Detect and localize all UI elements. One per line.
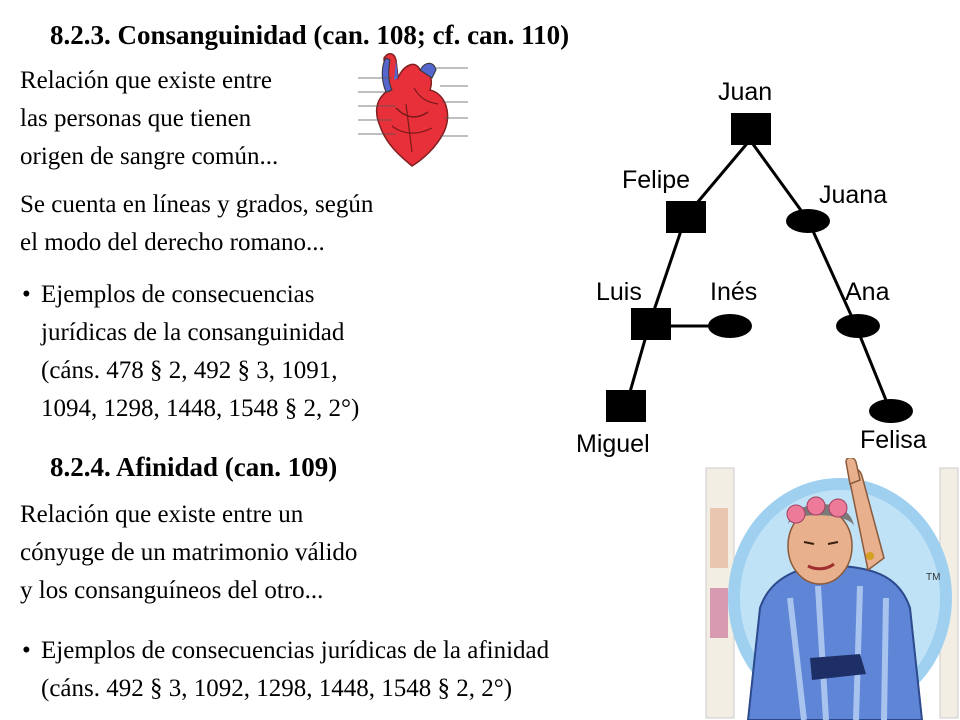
node-juana [786,209,830,233]
edge-juan-juana [748,139,810,221]
tree-nodes [606,113,913,423]
text-line: Ejemplos de consecuencias [22,276,359,314]
node-miguel [606,390,646,422]
text-line: origen de sangre común... [20,143,279,170]
text-line: Relación que existe entre un [20,501,304,528]
tree-label-felipe: Felipe [622,166,691,194]
consanguinidad-examples-bullet: Ejemplos de consecuencias jurídicas de l… [22,276,359,428]
leader-lines [358,67,468,137]
text-line: 1094, 1298, 1448, 1548 § 2, 2°) [41,395,360,422]
trademark-mark: TM [926,572,940,583]
tree-label-juana: Juana [819,181,888,209]
woman-figure [746,458,924,720]
consanguinidad-counting: Se cuenta en líneas y grados, según el m… [20,186,373,262]
text-line: cónyuge de un matrimonio válido [20,539,358,566]
text-line: el modo del derecho romano... [20,229,325,256]
section-heading-afinidad: 8.2.4. Afinidad (can. 109) [50,452,338,482]
node-ines [708,314,752,338]
text-line: (cáns. 478 § 2, 492 § 3, 1091, [41,357,338,384]
heart-icon [375,53,449,167]
tree-label-ines: Inés [710,278,758,306]
consanguinidad-definition: Relación que existe entre las personas q… [20,62,278,176]
edge-ana-felisa [854,325,892,411]
tree-label-ana: Ana [845,278,890,306]
tree-label-miguel: Miguel [576,430,650,458]
afinidad-definition: Relación que existe entre un cónyuge de … [20,496,357,610]
node-ana [836,314,880,338]
heart-illustration [358,53,468,167]
text-line: Se cuenta en líneas y grados, según [20,191,374,218]
node-luis [631,308,671,340]
text-line: las personas que tienen [20,105,252,132]
afinidad-examples-bullet: Ejemplos de consecuencias jurídicas de l… [22,632,549,708]
woman-pointing-illustration: TM [705,458,959,720]
text-line: Ejemplos de consecuencias jurídicas de l… [22,632,549,670]
tree-label-felisa: Felisa [860,426,927,454]
node-felipe [666,201,706,233]
text-line: y los consanguíneos del otro... [20,577,324,604]
edge-juana-ana [806,219,858,327]
tree-label-juan: Juan [718,78,773,106]
text-line: (cáns. 492 § 3, 1092, 1298, 1448, 1548 §… [41,675,513,702]
node-juan [731,113,771,145]
text-line: jurídicas de la consanguinidad [41,319,345,346]
node-felisa [869,399,913,423]
tree-label-luis: Luis [596,278,642,306]
text-line: Relación que existe entre [20,67,272,94]
edge-felipe-luis [648,215,688,323]
section-heading-consanguinidad: 8.2.3. Consanguinidad (can. 108; cf. can… [50,20,570,50]
family-tree-diagram [606,113,913,423]
